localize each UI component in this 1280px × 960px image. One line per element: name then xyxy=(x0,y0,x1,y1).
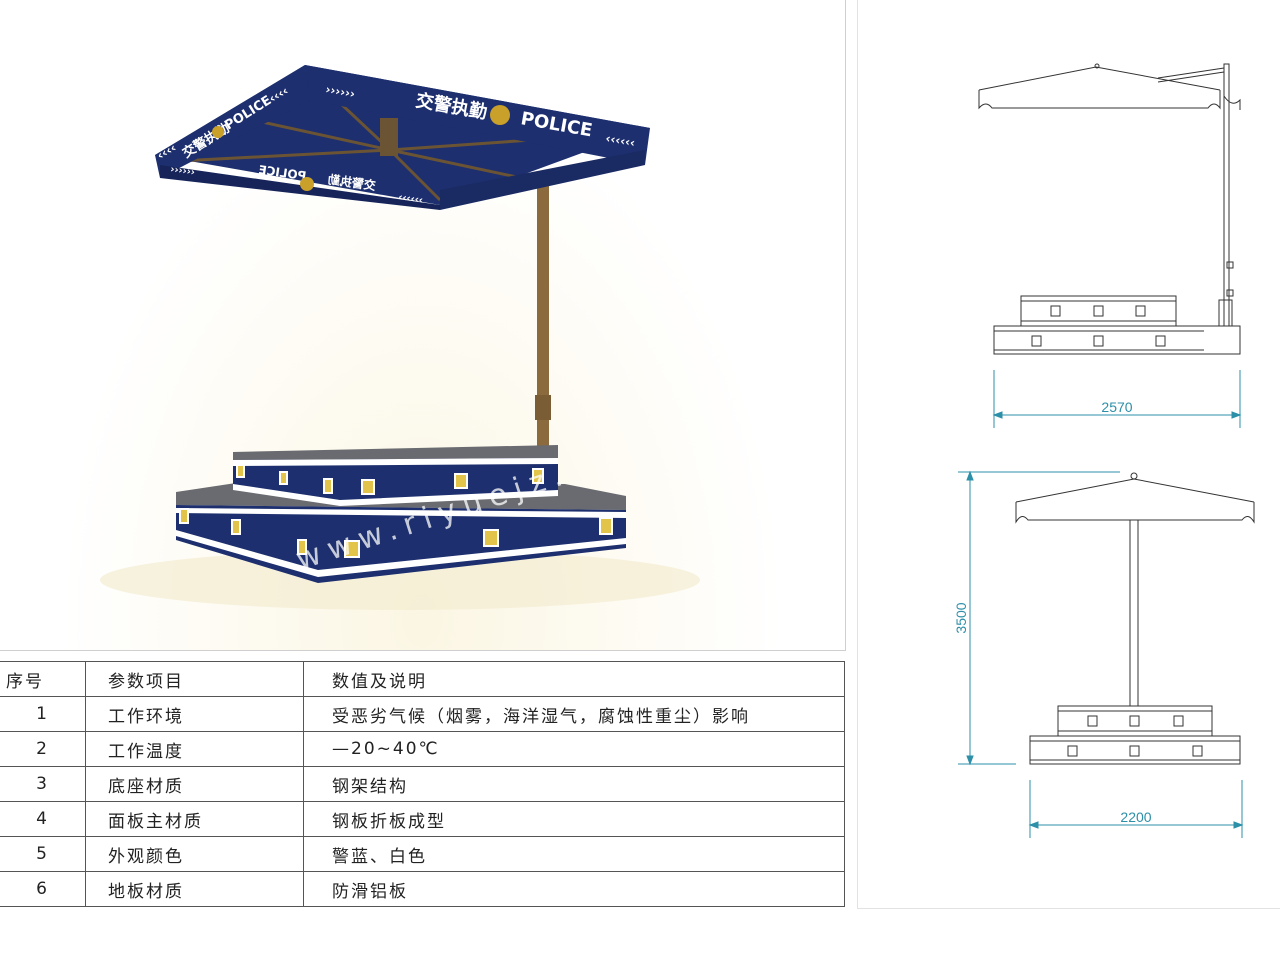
row-index: 2 xyxy=(0,731,86,767)
umbrella-pole xyxy=(537,180,549,450)
canopy-front-flap xyxy=(305,65,650,165)
row-value: 警蓝、白色 xyxy=(303,836,845,872)
row-index: 3 xyxy=(0,766,86,802)
table-row: 3 底座材质 钢架结构 xyxy=(0,766,845,802)
technical-drawing-panel: 2570 xyxy=(857,0,1280,909)
table-header-row: 序号 参数项目 数值及说明 xyxy=(0,661,845,697)
row-value: —20~40℃ xyxy=(303,731,845,767)
lower-tier-stripe-bottom xyxy=(176,530,626,577)
upper-tier-stripe-top xyxy=(233,458,558,466)
dimension-label-width-top: 2570 xyxy=(1101,399,1132,415)
row-value: 受恶劣气候（烟雾，海洋湿气，腐蚀性重尘）影响 xyxy=(303,696,845,732)
row-parameter: 外观颜色 xyxy=(85,836,304,872)
upper-tier-windows xyxy=(236,464,544,495)
canopy-back-flap xyxy=(160,165,440,210)
row-parameter: 底座材质 xyxy=(85,766,304,802)
side-elevation xyxy=(978,63,1241,355)
row-parameter: 地板材质 xyxy=(85,871,304,907)
pole-clamp xyxy=(535,395,551,420)
canopy-left-flap xyxy=(155,65,310,178)
row-value: 钢架结构 xyxy=(303,766,845,802)
header-value: 数值及说明 xyxy=(303,661,845,697)
chevron-marks: ‹‹‹‹‹‹ xyxy=(604,131,636,150)
police-platform-render: ›››››› ‹‹‹‹‹‹ ‹‹‹‹ ‹‹‹‹ ›››››› ‹‹‹‹‹‹ 交警… xyxy=(100,65,700,610)
chevron-marks: ‹‹‹‹‹‹ xyxy=(398,192,424,206)
dimension-label-height: 3500 xyxy=(953,602,969,633)
table-row: 5 外观颜色 警蓝、白色 xyxy=(0,836,845,872)
table-row: 6 地板材质 防滑铝板 xyxy=(0,871,845,907)
police-emblem-icon xyxy=(490,105,510,125)
canopy-title-back: 交警执勤 xyxy=(327,171,377,193)
row-value: 防滑铝板 xyxy=(303,871,845,907)
row-parameter: 工作环境 xyxy=(85,696,304,732)
row-value: 钢板折板成型 xyxy=(303,801,845,837)
canopy-hub xyxy=(380,118,398,156)
front-elevation xyxy=(1015,472,1255,765)
canopy-back-mirrored: 交警执勤 POLICE xyxy=(258,163,377,193)
table-row: 2 工作温度 —20~40℃ xyxy=(0,731,845,767)
row-index: 4 xyxy=(0,801,86,837)
spec-table: 序号 参数项目 数值及说明 1 工作环境 受恶劣气候（烟雾，海洋湿气，腐蚀性重尘… xyxy=(0,661,845,907)
dimension-2200 xyxy=(1028,780,1244,838)
dimension-2570 xyxy=(992,370,1242,428)
row-index: 1 xyxy=(0,696,86,732)
canopy-right-flap xyxy=(440,150,645,210)
police-emblem-icon xyxy=(300,177,314,191)
lower-tier-windows xyxy=(179,508,613,558)
table-row: 4 面板主材质 钢板折板成型 xyxy=(0,801,845,837)
row-index: 5 xyxy=(0,836,86,872)
canopy-police-back: POLICE xyxy=(258,163,308,184)
upper-tier-body xyxy=(233,458,558,505)
product-render-panel: ›››››› ‹‹‹‹‹‹ ‹‹‹‹ ‹‹‹‹ ›››››› ‹‹‹‹‹‹ 交警… xyxy=(0,0,846,651)
ground-shadow xyxy=(100,550,700,610)
header-index: 序号 xyxy=(0,661,86,697)
chevron-marks: ›››››› xyxy=(170,164,196,178)
row-index: 6 xyxy=(0,871,86,907)
lower-tier-stripe-top xyxy=(176,508,626,518)
table-row: 1 工作环境 受恶劣气候（烟雾，海洋湿气，腐蚀性重尘）影响 xyxy=(0,696,845,732)
row-parameter: 面板主材质 xyxy=(85,801,304,837)
dimension-3500 xyxy=(958,470,1120,766)
upper-tier-stripe-bottom xyxy=(233,484,558,506)
header-parameter: 参数项目 xyxy=(85,661,304,697)
chevron-marks: ›››››› xyxy=(324,82,356,101)
row-parameter: 工作温度 xyxy=(85,731,304,767)
technical-drawing-svg: 2570 xyxy=(953,63,1255,838)
police-emblem-icon xyxy=(212,126,224,138)
dimension-label-width-bottom: 2200 xyxy=(1120,809,1151,825)
